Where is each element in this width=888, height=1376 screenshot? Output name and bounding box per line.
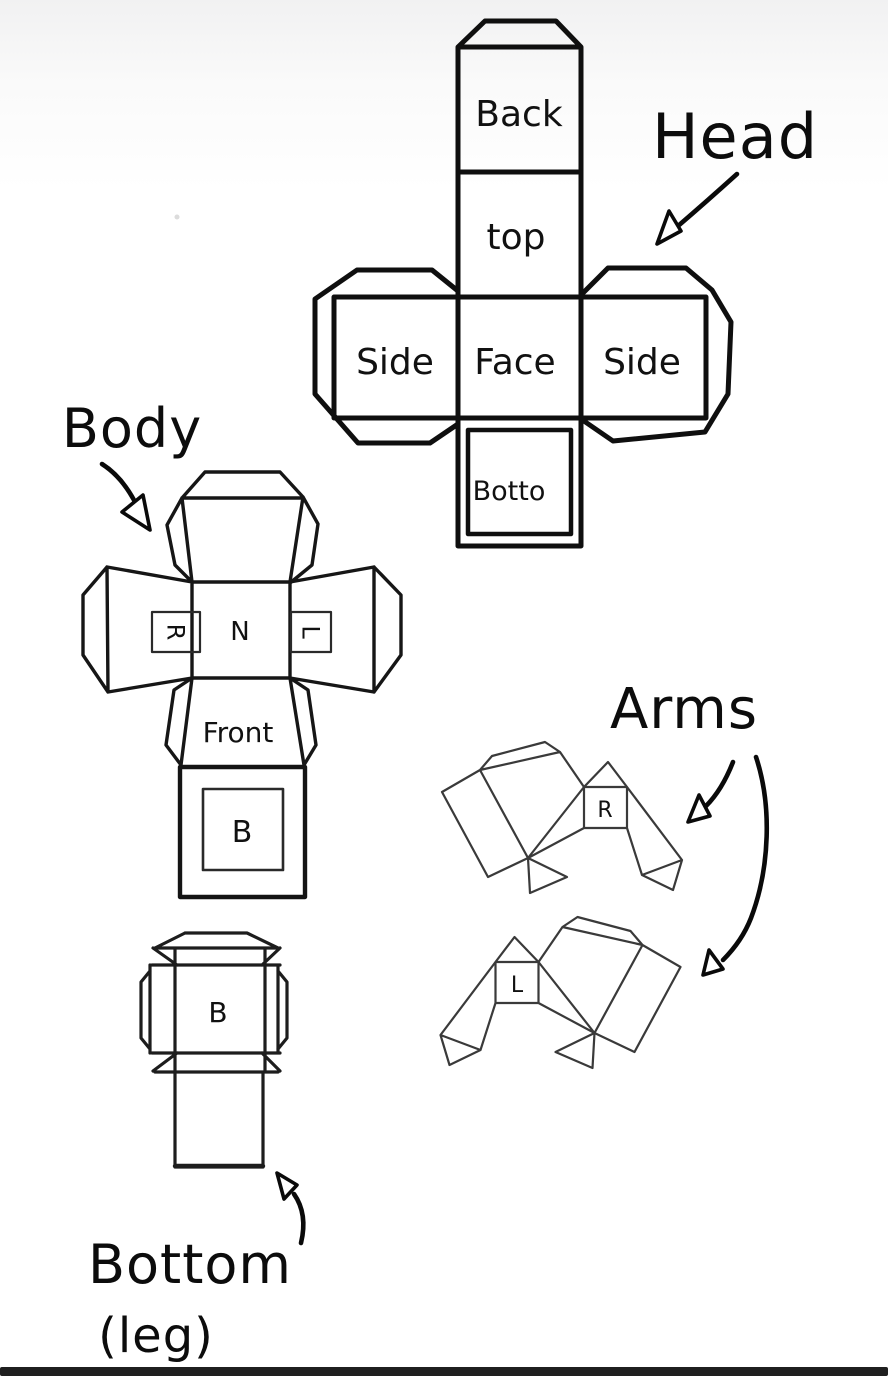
annotations: Head Body Arms Bottom (leg) — [62, 100, 818, 1364]
body-bottom-outer-square — [177, 764, 308, 900]
body-tab-left-box — [289, 610, 333, 654]
body-tab-right-box — [150, 610, 202, 654]
head-face-side-right-label: Side — [603, 342, 681, 383]
arms-arrowhead-right-icon — [686, 793, 712, 824]
top-gradient — [0, 0, 888, 190]
bottom-label: Bottom — [88, 1233, 292, 1296]
arm-left-label: L — [511, 973, 524, 998]
arm-right-label: R — [597, 798, 612, 823]
arms-arrow-left — [720, 754, 770, 963]
body-tab-left-label: L — [297, 625, 325, 639]
bottom-arrow — [291, 1191, 306, 1246]
head-bottom-inner-square — [465, 427, 574, 537]
body-front-label: Front — [203, 716, 274, 749]
body-arrowhead-icon — [120, 493, 152, 532]
head-face-bottom-label: Botto — [473, 476, 546, 507]
leg-net-outline — [139, 931, 289, 1169]
head-arrowhead-icon — [655, 209, 683, 246]
body-net: N R L Front B — [81, 470, 403, 900]
arms-arrowhead-left-icon — [701, 948, 725, 977]
arm-left-net: L — [439, 915, 682, 1070]
head-arrow — [675, 171, 740, 229]
body-tab-right-label: R — [162, 624, 190, 641]
stray-speck — [174, 214, 180, 220]
head-face-back-label: Back — [475, 94, 563, 135]
head-net: Back top Side Face Side Botto — [312, 18, 734, 549]
bottom-arrowhead-icon — [275, 1171, 299, 1201]
body-neck-label: N — [230, 617, 249, 647]
head-face-top-label: top — [487, 217, 546, 258]
arm-right-net: R — [440, 740, 684, 895]
head-label: Head — [652, 100, 818, 173]
leg-bottom-face-label: B — [208, 996, 227, 1029]
leg-net: B — [139, 931, 289, 1169]
body-bottom-label: B — [232, 815, 253, 850]
body-net-outline — [81, 470, 403, 767]
head-face-side-left-label: Side — [356, 342, 434, 383]
arms-label: Arms — [610, 677, 758, 742]
body-bottom-inner-square — [201, 787, 285, 872]
head-net-outline — [312, 18, 734, 549]
body-label: Body — [62, 397, 202, 460]
footer-bar — [0, 1367, 888, 1376]
arms-arrow-right — [703, 759, 736, 809]
head-face-front-label: Face — [474, 342, 555, 383]
bottom-sublabel: (leg) — [98, 1308, 214, 1364]
